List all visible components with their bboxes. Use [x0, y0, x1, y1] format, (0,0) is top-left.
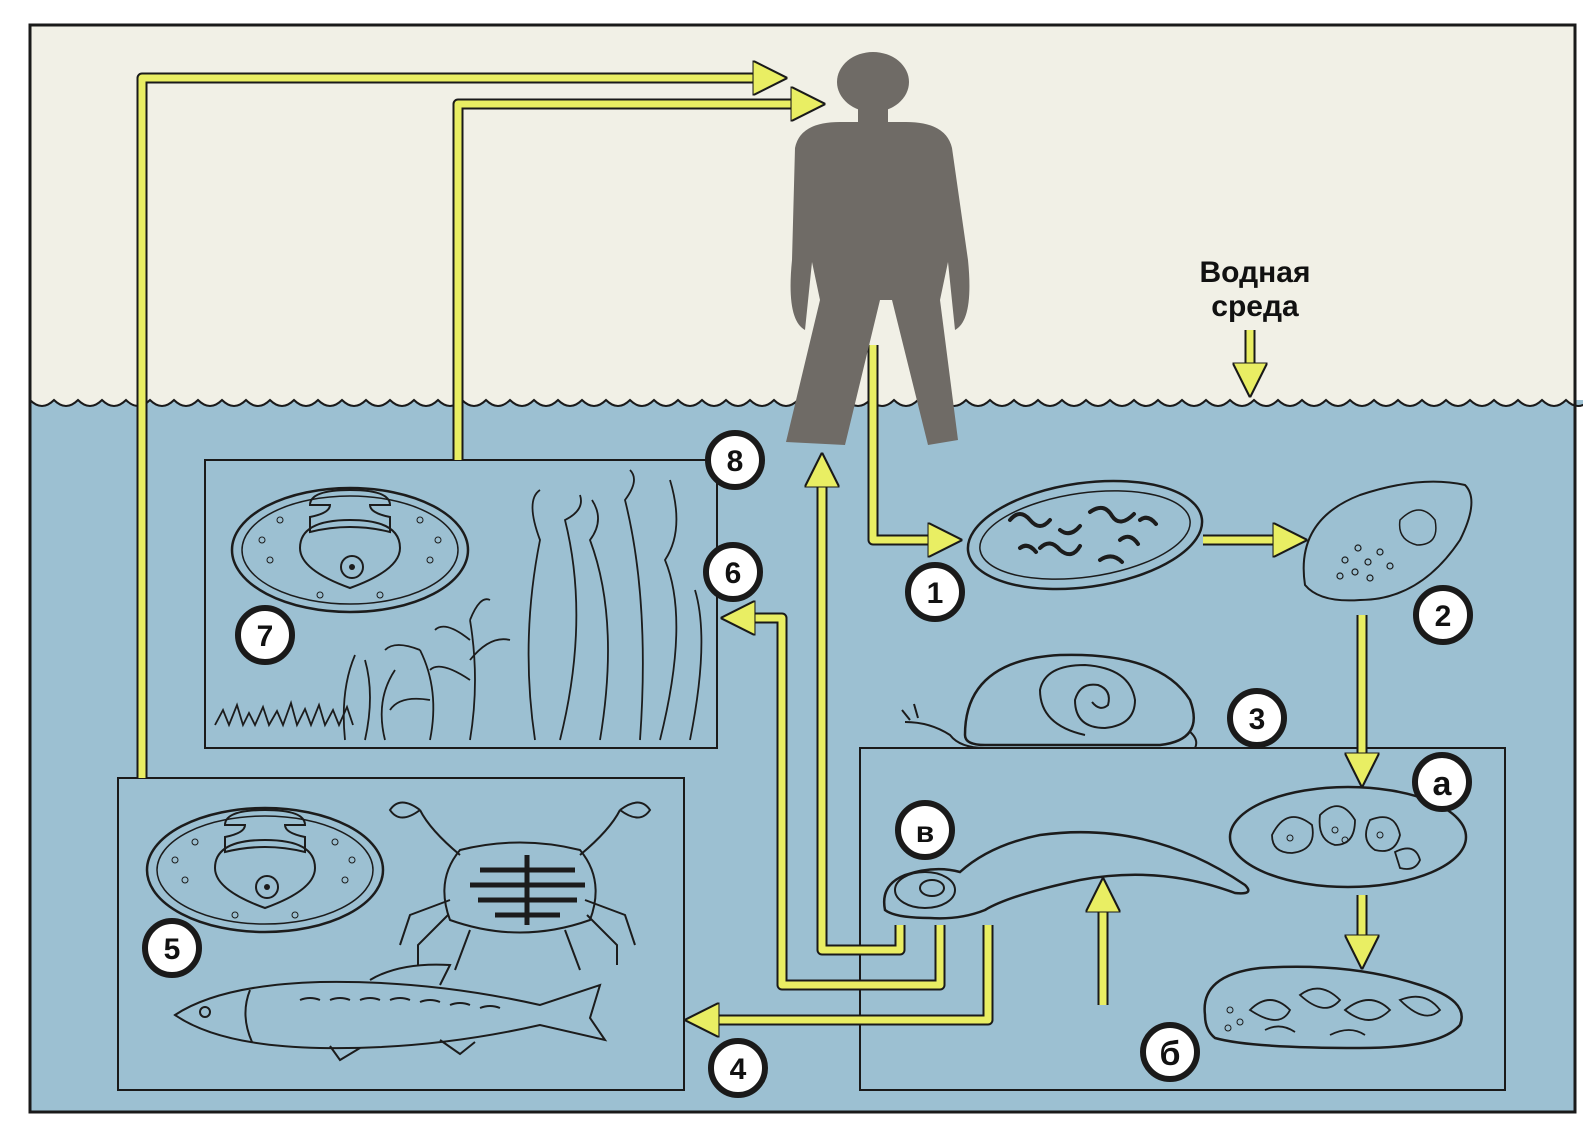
label-a: а — [1415, 755, 1469, 809]
water-label-line1: Водная — [1200, 256, 1311, 289]
svg-text:а: а — [1433, 765, 1453, 803]
svg-text:5: 5 — [164, 933, 181, 966]
svg-text:1: 1 — [927, 577, 944, 610]
metacercaria-cyst-icon — [147, 808, 383, 932]
label-b: б — [1143, 1025, 1197, 1079]
svg-text:7: 7 — [257, 620, 274, 653]
label-4: 4 — [711, 1041, 765, 1095]
svg-text:8: 8 — [727, 445, 744, 478]
water-label-line2: среда — [1211, 290, 1299, 323]
label-2: 2 — [1416, 588, 1470, 642]
svg-text:б: б — [1159, 1035, 1180, 1073]
svg-text:2: 2 — [1435, 600, 1452, 633]
label-5: 5 — [145, 921, 199, 975]
label-8: 8 — [708, 433, 762, 487]
svg-text:4: 4 — [730, 1053, 747, 1086]
label-6: 6 — [706, 545, 760, 599]
label-3: 3 — [1230, 691, 1284, 745]
metacercaria-icon — [232, 488, 468, 612]
svg-text:6: 6 — [725, 557, 742, 590]
label-1: 1 — [908, 565, 962, 619]
label-7: 7 — [238, 608, 292, 662]
svg-text:3: 3 — [1249, 703, 1266, 736]
svg-text:в: в — [916, 816, 934, 849]
label-v: в — [898, 803, 952, 857]
